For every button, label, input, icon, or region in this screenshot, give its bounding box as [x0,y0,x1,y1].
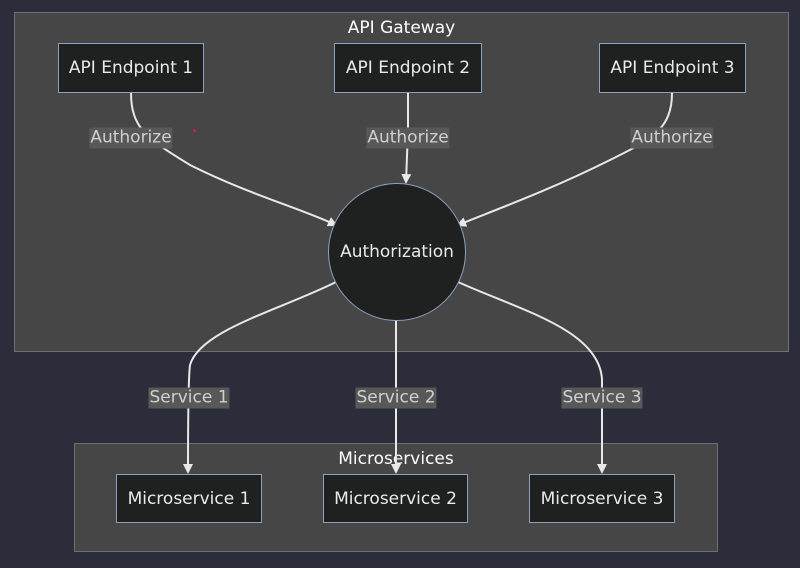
edge-label-service-3: Service 3 [561,387,643,409]
node-authorization[interactable]: Authorization [328,183,466,321]
node-microservice-1[interactable]: Microservice 1 [116,474,262,523]
edge-label-service-2: Service 2 [355,387,437,409]
edge-label-authorize-3: Authorize [630,127,714,149]
node-api-endpoint-3[interactable]: API Endpoint 3 [599,43,746,93]
edge-service-3 [457,281,607,474]
edge-service-1 [183,281,337,474]
edge-label-authorize-1: Authorize [89,127,173,149]
edge-authorize-3 [456,92,673,227]
edge-label-service-1: Service 1 [148,387,230,409]
edge-authorize-1 [130,92,338,227]
node-microservice-2[interactable]: Microservice 2 [323,474,468,523]
edge-label-authorize-2: Authorize [366,127,450,149]
red-dot [193,129,196,132]
node-api-endpoint-2[interactable]: API Endpoint 2 [334,43,482,93]
node-api-endpoint-1[interactable]: API Endpoint 1 [58,43,204,93]
api-gateway-title: API Gateway [347,18,456,38]
node-microservice-3[interactable]: Microservice 3 [529,474,675,523]
